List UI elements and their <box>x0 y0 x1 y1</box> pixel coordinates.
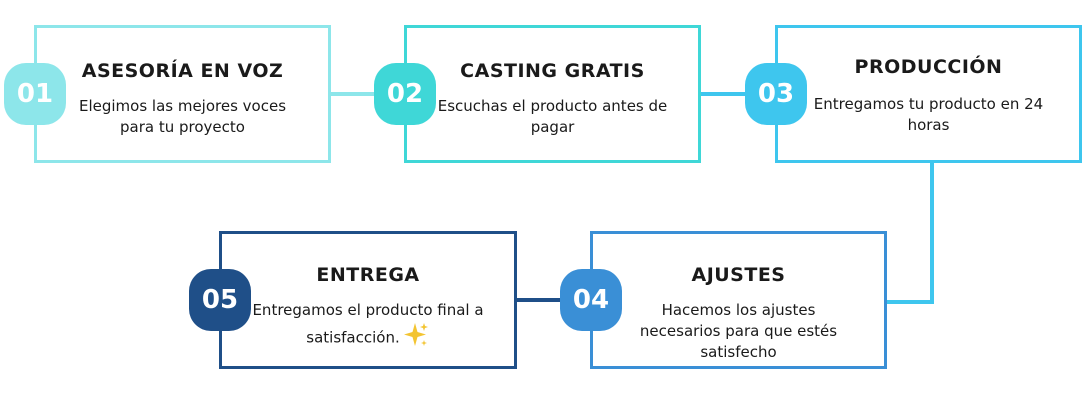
step-card-04: AJUSTES Hacemos los ajustes necesarios p… <box>590 231 887 369</box>
step-badge-05: 05 <box>189 269 251 331</box>
step-card-05: ENTREGA Entregamos el producto final a s… <box>219 231 517 369</box>
step-card-01: ASESORÍA EN VOZ Elegimos las mejores voc… <box>34 25 331 163</box>
step-description: Hacemos los ajustes necesarios para que … <box>639 301 838 361</box>
connector-01-02 <box>330 92 410 96</box>
step-title: ASESORÍA EN VOZ <box>81 60 284 82</box>
step-badge-02: 02 <box>374 63 436 125</box>
connector-03-04-horizontal <box>886 300 934 304</box>
step-badge-01: 01 <box>4 63 66 125</box>
sparkles-icon <box>402 321 430 355</box>
step-description-text: Entregamos el producto final a satisfacc… <box>252 301 484 347</box>
step-title: PRODUCCIÓN <box>854 56 1003 78</box>
connector-04-05 <box>516 298 594 302</box>
step-description: Entregamos tu producto en 24 horas <box>813 95 1044 134</box>
step-description: Elegimos las mejores voces para tu proye… <box>78 97 287 136</box>
step-card-03: PRODUCCIÓN Entregamos tu producto en 24 … <box>775 25 1082 163</box>
step-title: AJUSTES <box>691 264 786 286</box>
connector-02-03 <box>700 92 778 96</box>
step-badge-04: 04 <box>560 269 622 331</box>
step-description: Entregamos el producto final a satisfacc… <box>248 300 488 355</box>
connector-03-04-vertical <box>930 162 934 304</box>
step-title: CASTING GRATIS <box>460 60 645 82</box>
step-description: Escuchas el producto antes de pagar <box>437 97 668 136</box>
step-card-02: CASTING GRATIS Escuchas el producto ante… <box>404 25 701 163</box>
step-title: ENTREGA <box>316 264 420 286</box>
step-badge-03: 03 <box>745 63 807 125</box>
